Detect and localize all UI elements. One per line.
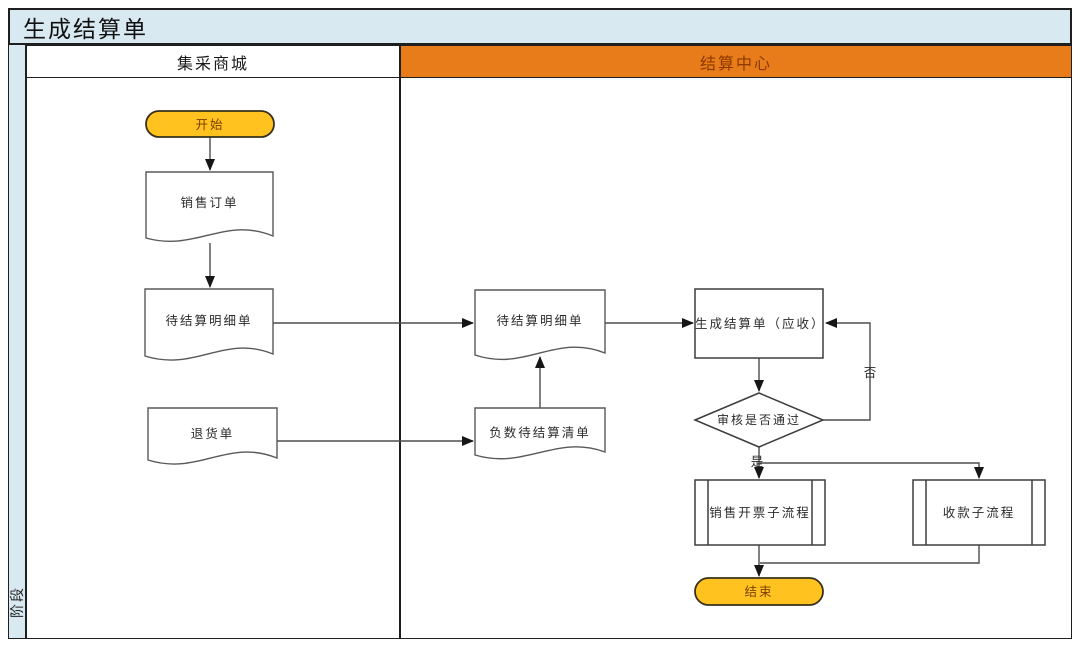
diagram-title-bar: 生成结算单	[8, 8, 1072, 45]
process-generate-settlement-shape	[694, 288, 824, 359]
edge-collection-return-to-end	[760, 545, 980, 564]
doc-pending-detail-center: 待结算明细单	[496, 312, 584, 328]
end-node: 结束	[744, 584, 774, 599]
edge-label-yes: 是	[750, 453, 764, 469]
doc-pending-detail-mall: 待结算明细单	[165, 312, 253, 328]
doc-return-order-shape	[147, 407, 278, 465]
stage-strip	[8, 45, 26, 639]
subprocess-collection-shape	[912, 479, 1046, 546]
page-title: 生成结算单	[23, 16, 148, 43]
lane-header-settlement-center-label: 结算中心	[699, 53, 772, 73]
doc-return-order: 退货单	[190, 425, 235, 441]
start-node: 开始	[195, 116, 225, 132]
lane-header-mall-label: 集采商城	[176, 53, 249, 73]
edge-audit-yes-to-collection	[759, 462, 984, 479]
decision-audit-shape	[693, 392, 825, 448]
edge-audit-no-loop	[823, 318, 871, 421]
doc-negative-list: 负数待结算清单	[489, 424, 591, 440]
edge-label-no: 否	[863, 364, 877, 380]
subprocess-collection: 收款子流程	[942, 505, 1016, 520]
doc-pending-detail-center-shape	[474, 289, 606, 360]
doc-sales-order-shape	[145, 171, 274, 242]
lane-header-mall: 集采商城	[26, 45, 400, 78]
lane-header-settlement-center: 结算中心	[400, 45, 1072, 78]
start-terminal-shape	[145, 110, 275, 138]
doc-sales-order: 销售订单	[180, 194, 239, 210]
subprocess-invoicing: 销售开票子流程	[709, 505, 811, 520]
end-terminal-shape	[694, 577, 824, 606]
decision-audit: 审核是否通过	[716, 412, 801, 427]
doc-negative-list-shape	[474, 407, 606, 460]
process-generate-settlement: 生成结算单（应收）	[695, 316, 826, 331]
subprocess-invoicing-shape	[694, 479, 826, 546]
doc-pending-detail-mall-shape	[144, 288, 274, 361]
